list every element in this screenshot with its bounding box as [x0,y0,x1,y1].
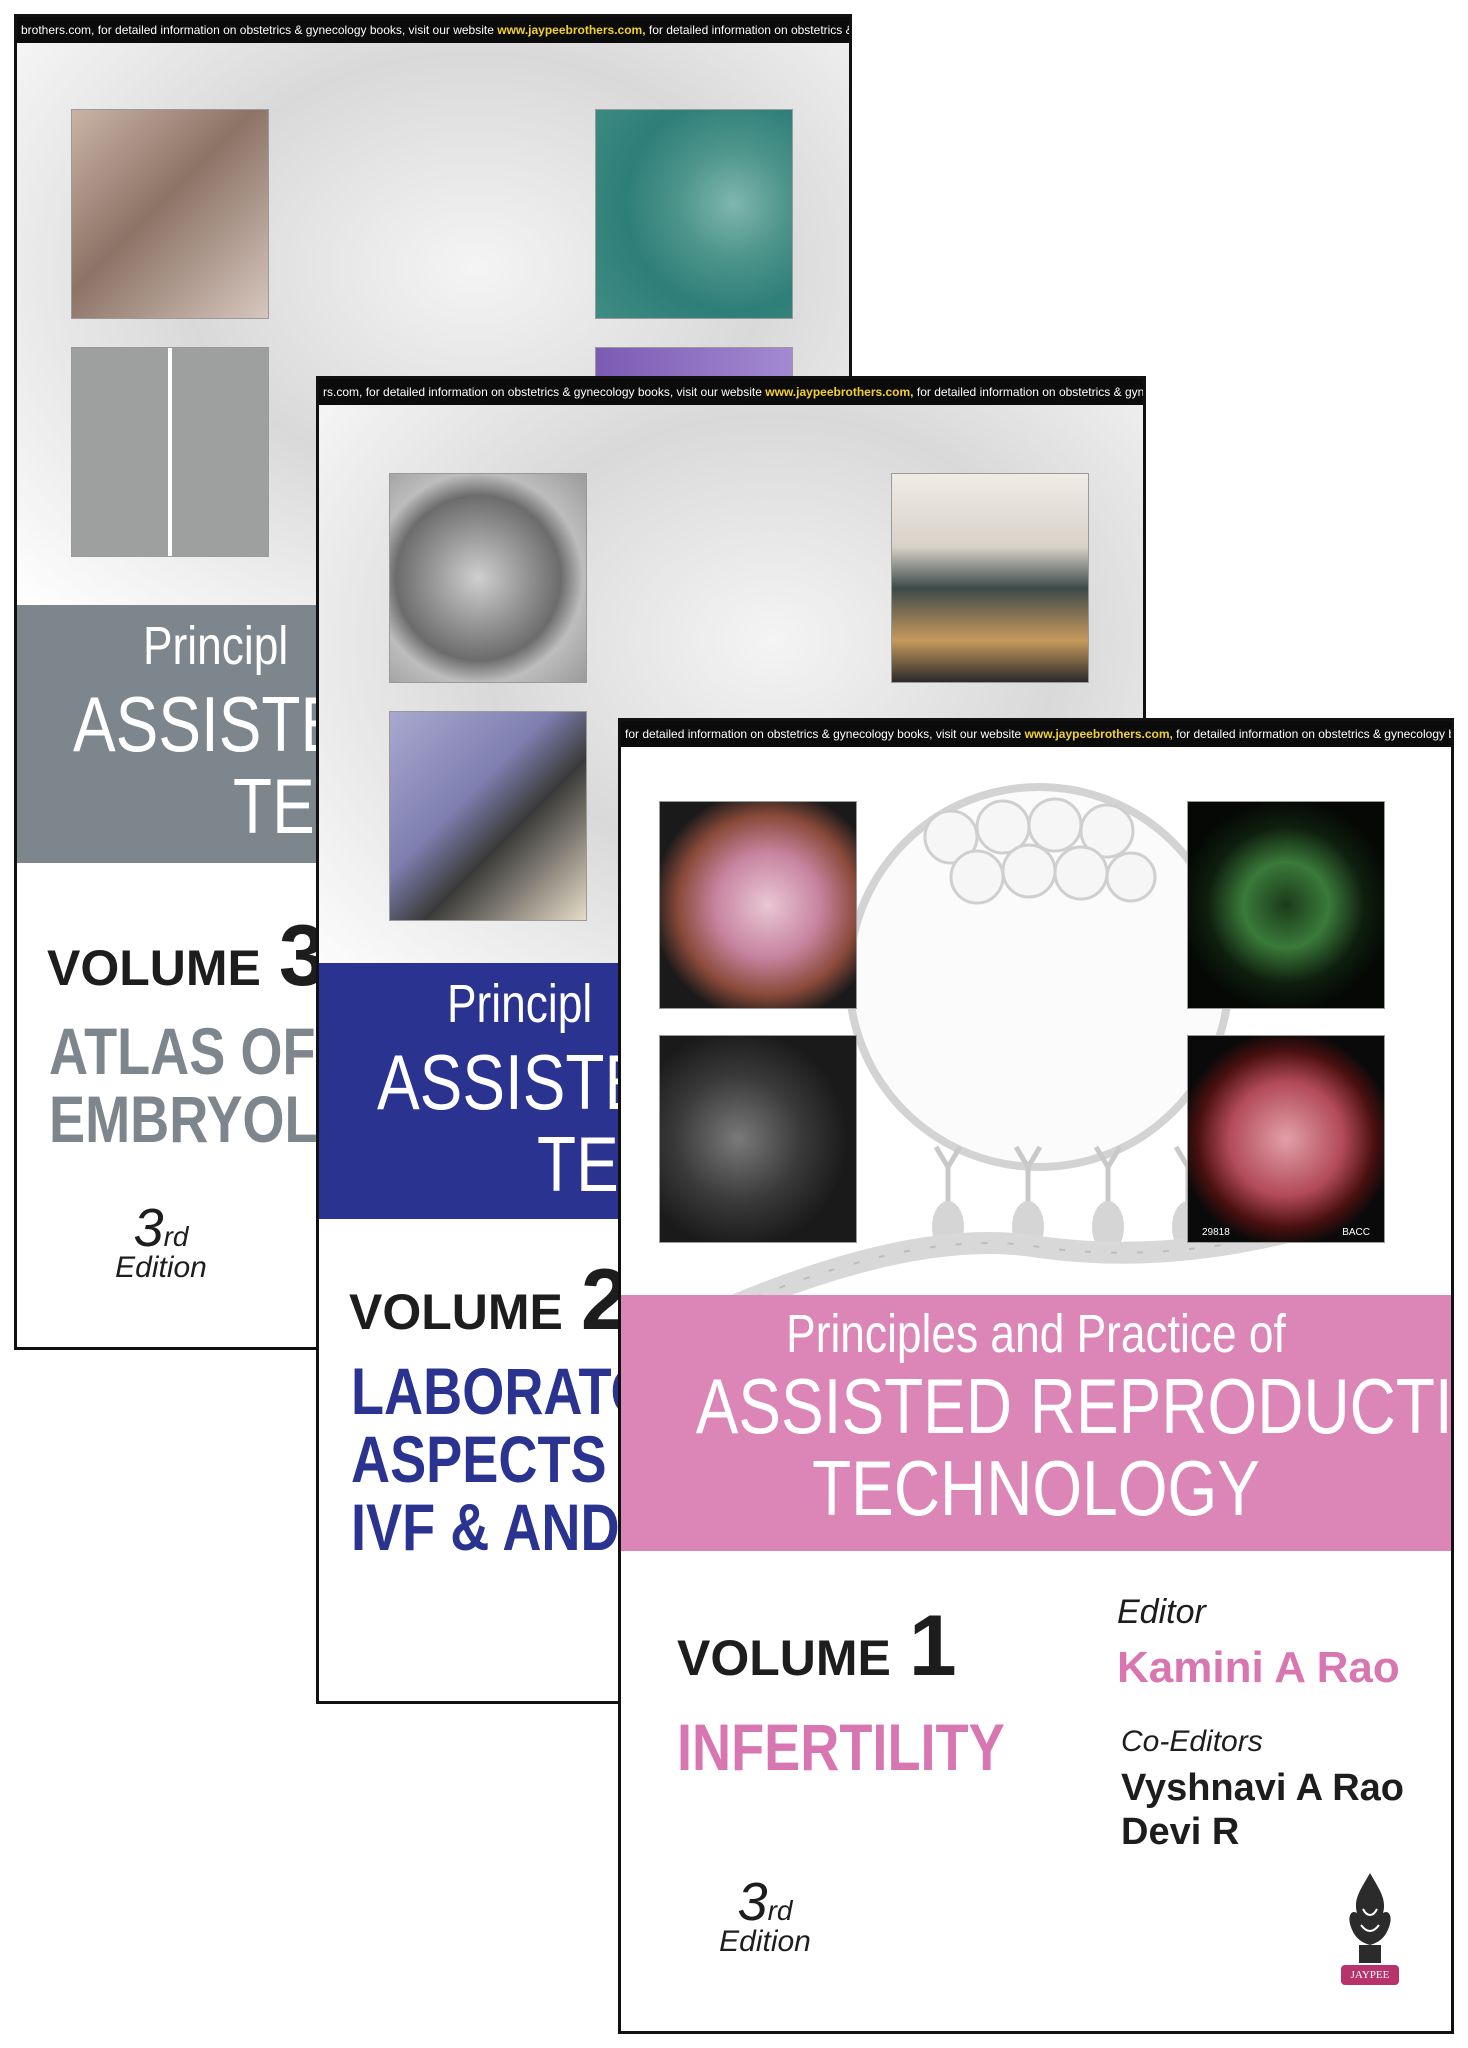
editor-label: Editor [1117,1593,1206,1631]
gloved-hands-photo [389,711,587,921]
publisher-torch-icon [1341,1873,1399,1985]
volume-subtitle-line-3: IVF & ANDF [351,1490,653,1564]
fluorescent-embryo-photo [1187,801,1385,1009]
series-title-line-2: ASSISTED REPRODUCTIVE [695,1362,1454,1450]
oocyte-photo [595,109,793,319]
series-title-line-1: Principl [447,974,593,1034]
embryo-biopsy-grid-photo [71,347,269,557]
blastocyst-photo [389,473,587,683]
image-caption-left: 29818 [1202,1227,1230,1238]
coeditor-name-1: Vyshnavi A Rao [1121,1767,1404,1809]
publisher-name: JAYPEE [1350,1969,1390,1981]
book-cover-volume-1: for detailed information on obstetrics &… [618,718,1454,2034]
website-strip: brothers.com, for detailed information o… [17,17,849,43]
micromanipulator-photo [891,473,1089,683]
hysteroscopy-photo: 29818 BACC [1187,1035,1385,1243]
series-title-line-3: TECHNOLOGY [812,1444,1260,1532]
series-title-line-1: Principles and Practice of [786,1304,1286,1364]
series-title-line-1: Principl [143,616,289,676]
volume-subtitle-line-1: LABORATOI [351,1354,668,1428]
laparoscopy-photo [659,801,857,1009]
volume-subtitle: INFERTILITY [677,1710,1005,1784]
coeditor-name-2: Devi R [1121,1811,1240,1853]
coeditors-label: Co-Editors [1121,1725,1263,1758]
ultrasound-photo [659,1035,857,1243]
edition-label: 3rd Edition [719,1872,811,1958]
series-title-line-3: TE [233,762,315,850]
title-band: Principles and Practice of ASSISTED REPR… [621,1295,1451,1551]
edition-label: 3rd Edition [115,1198,207,1284]
volume-subtitle-line-2: EMBRYOLO [49,1082,360,1156]
image-caption-right: BACC [1342,1227,1370,1238]
volume-subtitle-line-1: ATLAS OF I [49,1014,346,1088]
volume-subtitle-line-2: ASPECTS O [351,1422,664,1496]
micropipette-photo [71,109,269,319]
editor-name: Kamini A Rao [1117,1643,1400,1692]
website-strip: for detailed information on obstetrics &… [621,721,1451,747]
publisher-logo: JAYPEE [1333,1869,1407,1991]
website-strip: rs.com, for detailed information on obst… [319,379,1143,405]
series-title-line-3: TE [537,1120,619,1208]
